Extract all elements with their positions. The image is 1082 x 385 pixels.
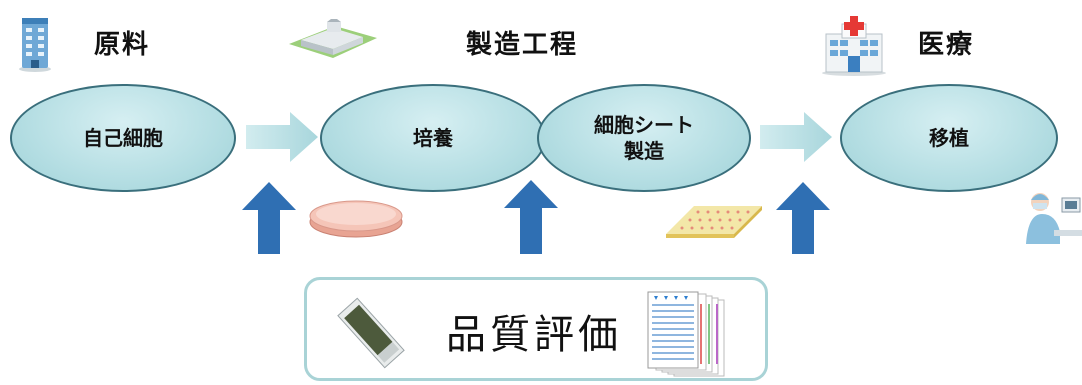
header-manufacturing: 製造工程 [466,30,579,60]
hospital-icon [820,14,888,76]
right-arrow-2 [760,112,832,162]
node-transplant-label: 移植 [929,126,969,150]
cell-sheet-icon [664,204,764,240]
node-culture: 培養 [320,84,546,192]
petri-dish-icon [306,196,406,240]
up-arrow-1 [242,182,296,254]
factory-icon [287,18,379,60]
node-autologous-cells-label: 自己細胞 [83,126,163,150]
quality-evaluation-label: 品質評価 [446,312,622,358]
node-culture-label: 培養 [413,126,453,150]
node-cell-sheet: 細胞シート 製造 [537,84,751,192]
up-arrow-3 [776,182,830,254]
surgeon-icon [1024,188,1082,244]
sensor-chip-icon [336,296,406,370]
node-transplant: 移植 [840,84,1058,192]
node-cell-sheet-label: 細胞シート 製造 [594,113,694,163]
header-medical: 医療 [918,30,975,60]
node-autologous-cells: 自己細胞 [10,84,236,192]
building-icon [18,14,52,72]
right-arrow-1 [246,112,318,162]
up-arrow-2 [504,180,558,254]
header-raw-material: 原料 [94,30,151,60]
data-sheets-icon [644,290,728,378]
